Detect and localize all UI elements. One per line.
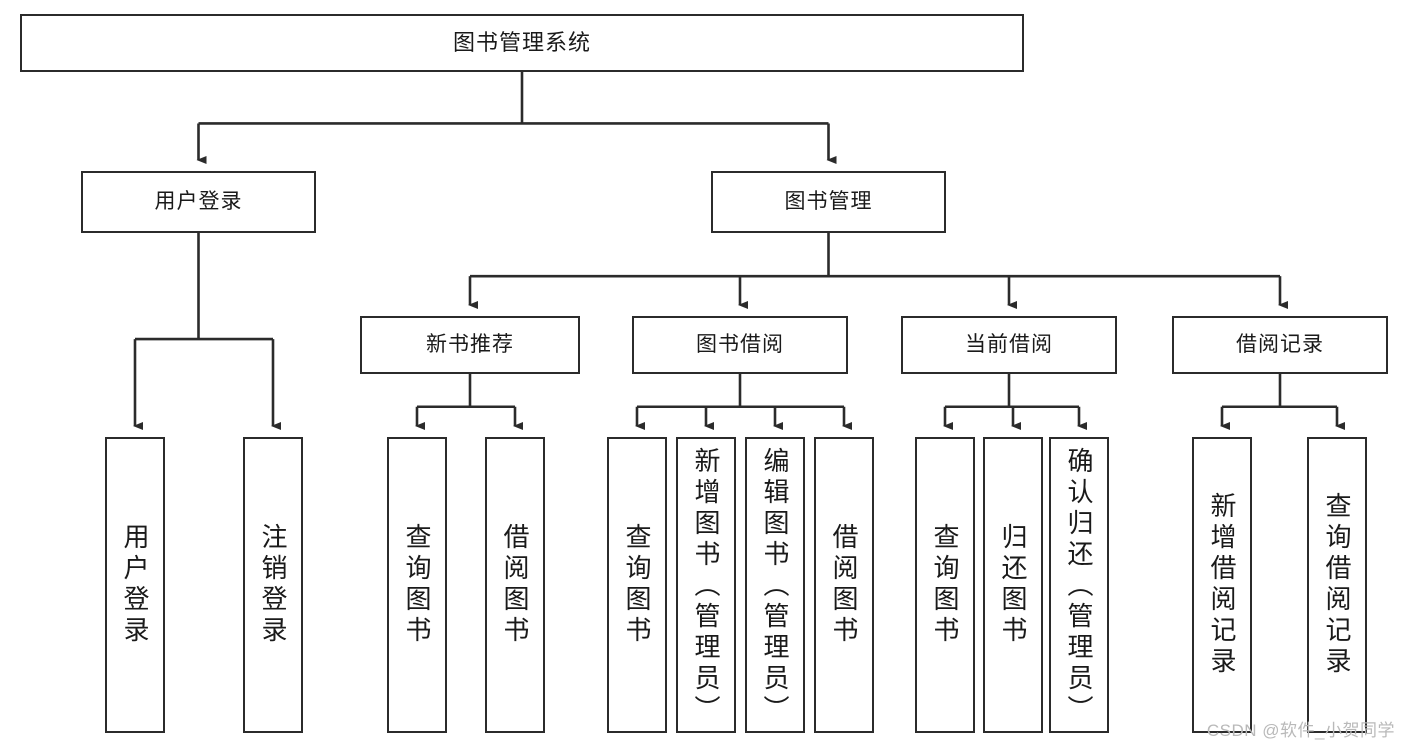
node-label: 新增图书（管理员） — [691, 447, 721, 726]
node-label: 新增借阅记录 — [1207, 492, 1237, 678]
node-l-edit[interactable]: 编辑图书（管理员） — [745, 437, 805, 733]
node-l-return[interactable]: 归还图书 — [983, 437, 1043, 733]
node-label: 图书管理系统 — [452, 30, 591, 56]
node-root[interactable]: 图书管理系统 — [20, 14, 1024, 72]
node-label: 查询图书 — [930, 523, 960, 647]
node-label: 图书借阅 — [696, 332, 784, 356]
node-label: 确认归还（管理员） — [1064, 447, 1094, 726]
node-label: 新书推荐 — [426, 332, 514, 356]
node-label: 查询借阅记录 — [1322, 492, 1352, 678]
node-label: 用户登录 — [154, 189, 243, 213]
node-label: 编辑图书（管理员） — [760, 447, 790, 726]
node-label: 查询图书 — [622, 523, 652, 647]
node-label: 图书管理 — [784, 189, 873, 213]
node-label: 借阅图书 — [500, 523, 530, 647]
node-l-qrec[interactable]: 查询借阅记录 — [1307, 437, 1367, 733]
node-label: 当前借阅 — [965, 332, 1053, 356]
node-l-add[interactable]: 新增图书（管理员） — [676, 437, 736, 733]
node-l-confirm[interactable]: 确认归还（管理员） — [1049, 437, 1109, 733]
node-l-q1[interactable]: 查询图书 — [387, 437, 447, 733]
node-l-b2[interactable]: 借阅图书 — [814, 437, 874, 733]
node-l-q3[interactable]: 查询图书 — [915, 437, 975, 733]
node-borrow[interactable]: 图书借阅 — [632, 316, 848, 374]
node-label: 注销登录 — [258, 523, 288, 647]
node-label: 用户登录 — [120, 523, 150, 647]
node-l-logout[interactable]: 注销登录 — [243, 437, 303, 733]
node-new-rec[interactable]: 新书推荐 — [360, 316, 580, 374]
node-current[interactable]: 当前借阅 — [901, 316, 1117, 374]
node-label: 借阅图书 — [829, 523, 859, 647]
node-label: 归还图书 — [998, 523, 1028, 647]
node-label: 借阅记录 — [1236, 332, 1324, 356]
node-l-b1[interactable]: 借阅图书 — [485, 437, 545, 733]
node-history[interactable]: 借阅记录 — [1172, 316, 1388, 374]
node-book-mgmt[interactable]: 图书管理 — [711, 171, 946, 233]
node-l-addrec[interactable]: 新增借阅记录 — [1192, 437, 1252, 733]
node-l-q2[interactable]: 查询图书 — [607, 437, 667, 733]
node-label: 查询图书 — [402, 523, 432, 647]
node-l-login[interactable]: 用户登录 — [105, 437, 165, 733]
node-user-login[interactable]: 用户登录 — [81, 171, 316, 233]
